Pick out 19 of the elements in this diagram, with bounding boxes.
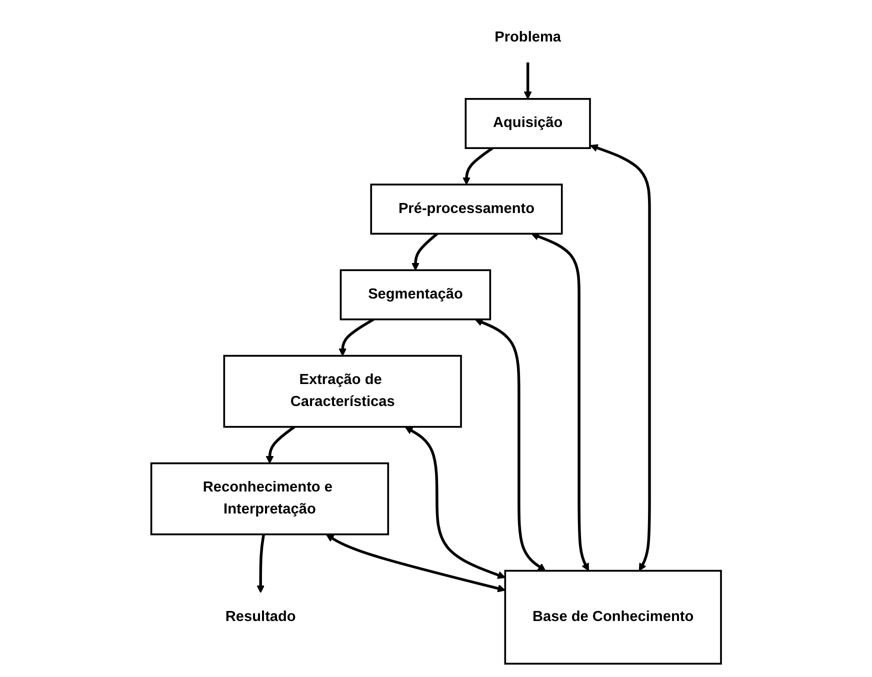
arrow — [338, 318, 374, 356]
node-text: Problema — [494, 30, 561, 46]
arrow — [590, 144, 651, 572]
arrow — [326, 534, 506, 592]
arrow — [474, 318, 546, 572]
arrow — [530, 232, 589, 572]
node-box: Segmentação — [340, 269, 491, 320]
arrow — [404, 426, 506, 579]
node-box: Base de Conhecimento — [504, 570, 722, 665]
arrow — [266, 426, 296, 464]
arrow — [411, 232, 438, 271]
node-text: Resultado — [225, 609, 296, 625]
arrow — [462, 146, 494, 185]
arrow — [256, 534, 265, 593]
node-box: Extração de Características — [223, 354, 462, 428]
node-box: Pré-processamento — [370, 184, 563, 235]
arrow — [524, 62, 532, 100]
node-box: Reconhecimento e Interpretação — [150, 462, 389, 536]
node-box: Aquisição — [464, 98, 591, 150]
